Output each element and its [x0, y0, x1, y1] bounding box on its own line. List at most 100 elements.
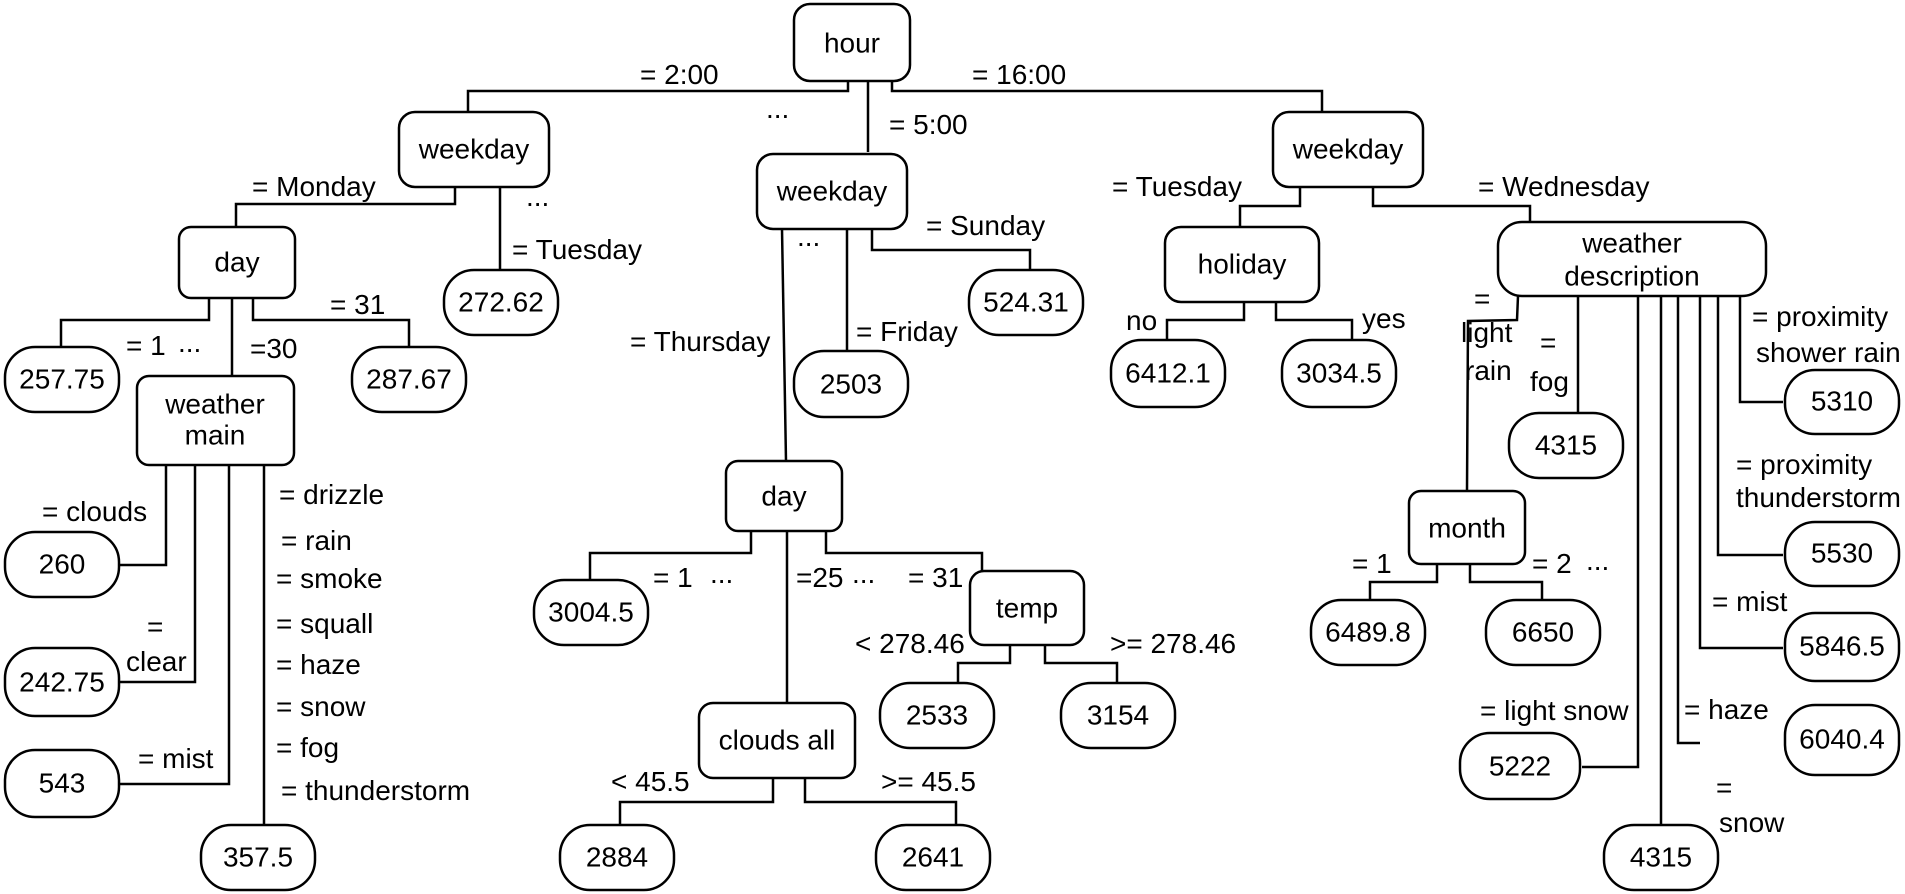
- label-thunderstorm: = thunderstorm: [281, 775, 470, 806]
- svg-text:2533: 2533: [906, 700, 968, 731]
- leaf-3034-5: 3034.5: [1280, 338, 1398, 409]
- edge-wdm-sunday: [870, 229, 1032, 270]
- label-friday: = Friday: [856, 316, 958, 347]
- svg-text:holiday: holiday: [1198, 249, 1287, 280]
- label-snow-right-eq: =: [1716, 772, 1732, 803]
- svg-text:5846.5: 5846.5: [1799, 631, 1885, 662]
- node-hour: hour: [792, 2, 912, 83]
- leaf-5530: 5530: [1783, 520, 1901, 588]
- svg-text:6650: 6650: [1512, 617, 1574, 648]
- label-mid-day-31: = 31: [908, 562, 963, 593]
- svg-text:weekday: weekday: [418, 134, 530, 165]
- label-holiday-no: no: [1126, 305, 1157, 336]
- label-day-dots: ...: [178, 327, 201, 358]
- leaf-5846-5: 5846.5: [1783, 611, 1901, 683]
- svg-text:weather: weather: [164, 389, 265, 420]
- edge-day-1: [59, 298, 211, 347]
- svg-text:2641: 2641: [902, 842, 964, 873]
- edge-wd-mist: [1698, 296, 1783, 650]
- edge-day-31: [251, 298, 411, 347]
- edge-holiday-yes: [1274, 302, 1354, 340]
- label-tuesday-right: = Tuesday: [1112, 171, 1242, 202]
- label-hour-1600: = 16:00: [972, 59, 1066, 90]
- svg-text:272.62: 272.62: [458, 287, 544, 318]
- svg-text:543: 543: [39, 768, 86, 799]
- label-clouds-lt: < 45.5: [611, 766, 690, 797]
- label-month-1: = 1: [1352, 548, 1392, 579]
- node-weekday-right: weekday: [1271, 110, 1425, 189]
- edge-wd-haze: [1676, 296, 1700, 745]
- leaf-3154: 3154: [1059, 681, 1177, 750]
- leaf-6412-1: 6412.1: [1109, 338, 1227, 409]
- leaf-2641: 2641: [874, 823, 992, 892]
- node-day-left: day: [177, 225, 297, 300]
- leaf-242-75: 242.75: [3, 646, 121, 718]
- label-fog-right-eq: =: [1540, 327, 1556, 358]
- svg-text:3004.5: 3004.5: [548, 597, 634, 628]
- label-month-2: = 2: [1532, 548, 1572, 579]
- label-hour-200: = 2:00: [640, 59, 719, 90]
- edge-weekday-day: [234, 187, 457, 227]
- label-month-dots: ...: [1586, 545, 1609, 576]
- label-rain: = rain: [281, 525, 352, 556]
- label-snow-right: snow: [1719, 807, 1785, 838]
- label-weekday-left-dots: ...: [526, 181, 549, 212]
- leaf-257-75: 257.75: [3, 345, 121, 414]
- label-prox-thunder-2: thunderstorm: [1736, 482, 1901, 513]
- leaf-4315-snow: 4315: [1602, 823, 1720, 892]
- tree-nodes: hour weekday weekday weekday day weather…: [3, 2, 1901, 892]
- label-haze-left: = haze: [276, 649, 361, 680]
- label-sunday: = Sunday: [926, 210, 1045, 241]
- svg-text:day: day: [761, 481, 806, 512]
- edge-labels: = 2:00 = 16:00 = 5:00 ... = Monday ... =…: [42, 59, 1901, 838]
- svg-text:weekday: weekday: [1292, 134, 1404, 165]
- label-temp-lt: < 278.46: [855, 628, 965, 659]
- edge-month-2: [1468, 564, 1544, 600]
- svg-text:6040.4: 6040.4: [1799, 724, 1885, 755]
- label-fog-left: = fog: [276, 732, 339, 763]
- label-light-rain-eq: =: [1474, 283, 1490, 314]
- svg-text:weather: weather: [1581, 228, 1682, 259]
- label-light-rain-light: light: [1461, 317, 1513, 348]
- svg-text:main: main: [185, 420, 246, 451]
- edge-wdm-thursday: [780, 228, 788, 462]
- label-fog-right: fog: [1530, 366, 1569, 397]
- label-thursday: = Thursday: [630, 326, 770, 357]
- label-clear-eq: =: [147, 611, 163, 642]
- edge-hour-weekday-right: [890, 81, 1324, 112]
- edge-temp-lt: [956, 645, 1012, 683]
- leaf-5310: 5310: [1783, 368, 1901, 436]
- edge-holiday-no: [1165, 302, 1246, 345]
- edge-wd-light-rain: [1465, 295, 1520, 491]
- leaf-6040-4: 6040.4: [1783, 703, 1901, 777]
- svg-text:temp: temp: [996, 593, 1058, 624]
- leaf-2533: 2533: [878, 681, 996, 750]
- node-month: month: [1407, 489, 1527, 566]
- leaf-3004-5: 3004.5: [532, 578, 650, 647]
- label-wednesday: = Wednesday: [1478, 171, 1650, 202]
- edge-wm-clouds: [120, 465, 168, 567]
- edge-temp-ge: [1043, 645, 1119, 683]
- svg-text:5530: 5530: [1811, 538, 1873, 569]
- leaf-287-67: 287.67: [350, 345, 468, 414]
- label-day-30: =30: [250, 333, 298, 364]
- svg-text:5310: 5310: [1811, 386, 1873, 417]
- label-mid-day-25: =25: [796, 562, 844, 593]
- label-mist-left: = mist: [138, 743, 214, 774]
- edge-wm-clear: [120, 465, 197, 684]
- svg-text:6489.8: 6489.8: [1325, 617, 1411, 648]
- label-clouds: = clouds: [42, 496, 147, 527]
- node-weekday-left: weekday: [397, 110, 551, 189]
- svg-text:260: 260: [39, 549, 86, 580]
- label-snow-left: = snow: [276, 691, 366, 722]
- leaf-524-31: 524.31: [967, 268, 1085, 337]
- leaf-2503: 2503: [792, 349, 910, 419]
- leaf-6489-8: 6489.8: [1309, 598, 1427, 667]
- label-prox-shower-2: shower rain: [1756, 337, 1901, 368]
- leaf-543: 543: [3, 748, 121, 819]
- node-weather-description: weather description: [1496, 220, 1768, 298]
- label-mid-day-1: = 1: [653, 562, 693, 593]
- label-smoke: = smoke: [276, 563, 383, 594]
- node-temp: temp: [968, 569, 1086, 647]
- label-drizzle: = drizzle: [279, 479, 384, 510]
